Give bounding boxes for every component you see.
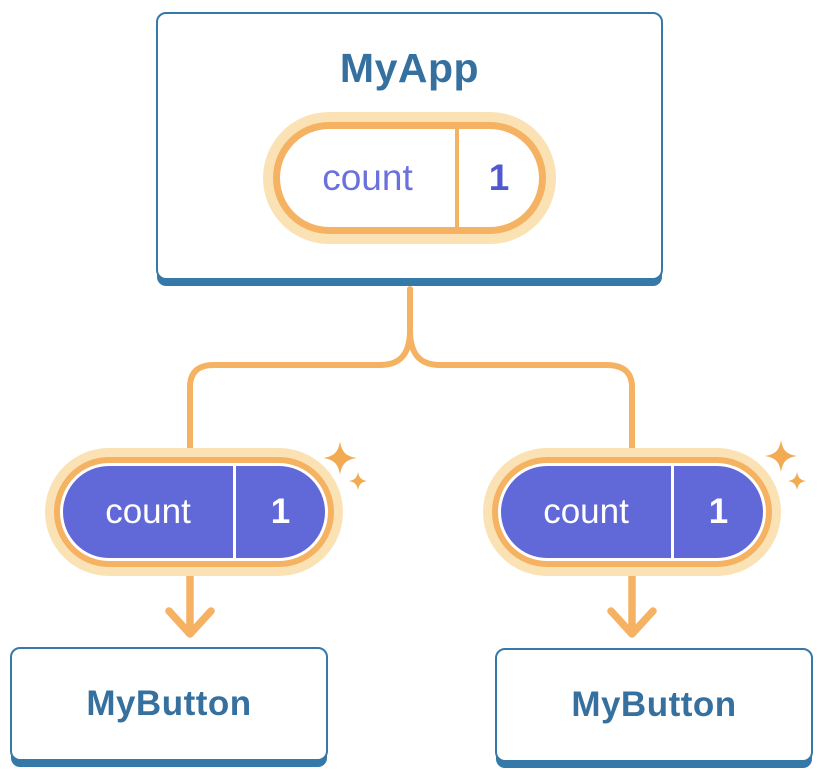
prop-pill-label: count bbox=[105, 492, 191, 531]
sparkle-icon bbox=[787, 471, 807, 491]
prop-pill-gap: count 1 bbox=[60, 463, 328, 561]
prop-pill-ring: count 1 bbox=[54, 457, 334, 567]
state-pill-label: count bbox=[322, 157, 413, 198]
prop-pill-gap: count 1 bbox=[498, 463, 766, 561]
component-title: MyApp bbox=[339, 45, 480, 91]
pill-divider bbox=[671, 466, 674, 558]
state-pill: count 1 bbox=[263, 112, 556, 244]
connector-fork-left bbox=[187, 286, 413, 458]
sparkle-icon bbox=[765, 440, 797, 472]
prop-pill-left: count 1 bbox=[45, 448, 343, 576]
component-title: MyButton bbox=[86, 684, 252, 723]
child-component-card-left: MyButton bbox=[10, 647, 328, 761]
component-title: MyButton bbox=[571, 685, 737, 724]
child-component-card-right: MyButton bbox=[495, 648, 813, 762]
prop-pill-value: 1 bbox=[270, 492, 291, 531]
sparkle-icon bbox=[323, 441, 357, 475]
connector-fork-right bbox=[407, 327, 635, 458]
prop-pill-right: count 1 bbox=[483, 448, 781, 576]
pill-divider bbox=[455, 129, 459, 227]
state-pill-body: count 1 bbox=[280, 129, 539, 227]
state-pill-value: 1 bbox=[488, 157, 510, 198]
state-pill-ring: count 1 bbox=[273, 122, 546, 234]
arrow-down-right-head bbox=[607, 607, 657, 638]
arrow-down-left-head bbox=[165, 607, 215, 638]
sparkle-icon bbox=[348, 471, 368, 491]
prop-pill-ring: count 1 bbox=[492, 457, 772, 567]
prop-pill-body: count 1 bbox=[63, 466, 325, 558]
prop-pill-body: count 1 bbox=[501, 466, 763, 558]
prop-pill-value: 1 bbox=[708, 492, 729, 531]
pill-divider bbox=[233, 466, 236, 558]
prop-pill-label: count bbox=[543, 492, 629, 531]
